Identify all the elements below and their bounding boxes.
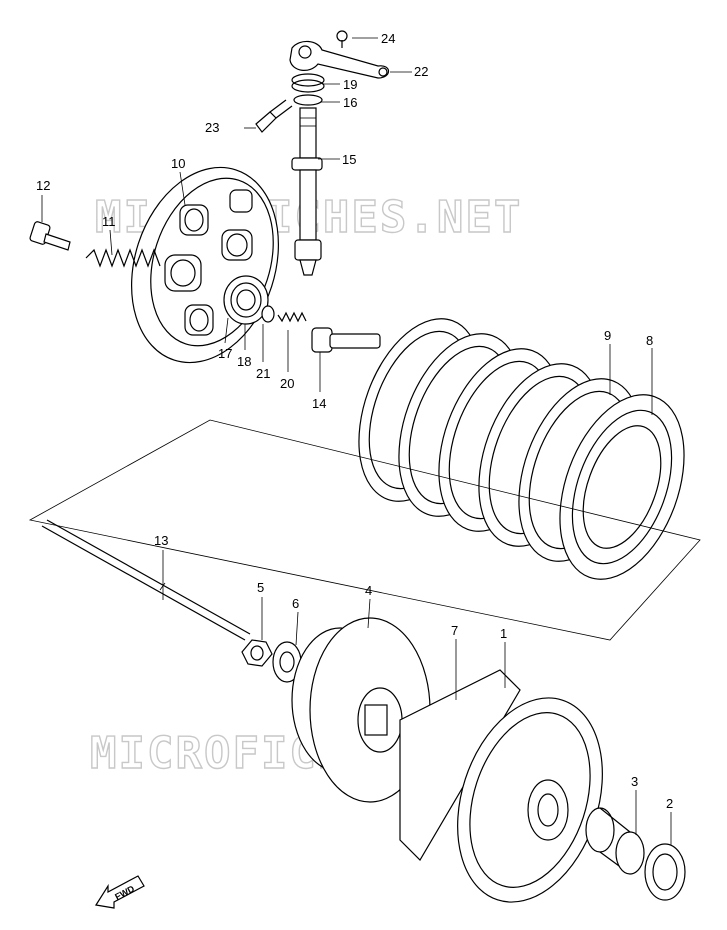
label-part-13: 13 bbox=[154, 533, 168, 548]
part-21-washer bbox=[261, 305, 275, 323]
lock-nut bbox=[241, 639, 273, 667]
washer bbox=[644, 843, 686, 901]
release-shaft-assembly bbox=[255, 30, 390, 276]
label-part-22: 22 bbox=[414, 64, 428, 79]
label-part-21: 21 bbox=[256, 366, 270, 381]
clutch-housing bbox=[399, 669, 603, 903]
part-20-spring bbox=[277, 311, 307, 323]
release-bearing bbox=[223, 275, 269, 325]
clutch-bolt bbox=[29, 221, 71, 251]
push-rod bbox=[41, 519, 251, 641]
label-part-20: 20 bbox=[280, 376, 294, 391]
label-part-8: 8 bbox=[646, 333, 653, 348]
label-part-14: 14 bbox=[312, 396, 326, 411]
push-rod-piece bbox=[311, 327, 381, 353]
label-part-7: 7 bbox=[451, 623, 458, 638]
leader-lines bbox=[41, 37, 672, 845]
label-part-18: 18 bbox=[237, 354, 251, 369]
label-part-12: 12 bbox=[36, 178, 50, 193]
part-labels: 24 22 19 16 23 15 10 12 11 17 18 21 20 1… bbox=[36, 31, 673, 811]
label-part-16: 16 bbox=[343, 95, 357, 110]
label-part-9: 9 bbox=[604, 328, 611, 343]
friction-plates-stack bbox=[358, 318, 685, 580]
label-part-10: 10 bbox=[171, 156, 185, 171]
label-part-17: 17 bbox=[218, 346, 232, 361]
spacer bbox=[585, 807, 645, 875]
label-part-1: 1 bbox=[500, 626, 507, 641]
label-part-11: 11 bbox=[102, 214, 116, 229]
label-part-23: 23 bbox=[205, 120, 219, 135]
label-part-3: 3 bbox=[631, 774, 638, 789]
label-part-2: 2 bbox=[666, 796, 673, 811]
clutch-spring bbox=[85, 248, 161, 268]
label-part-5: 5 bbox=[257, 580, 264, 595]
label-part-4: 4 bbox=[365, 583, 372, 598]
label-part-19: 19 bbox=[343, 77, 357, 92]
label-part-15: 15 bbox=[342, 152, 356, 167]
label-part-6: 6 bbox=[292, 596, 299, 611]
plate-group-outline bbox=[28, 419, 701, 641]
fwd-arrow: FWD bbox=[95, 875, 145, 909]
label-part-24: 24 bbox=[381, 31, 395, 46]
